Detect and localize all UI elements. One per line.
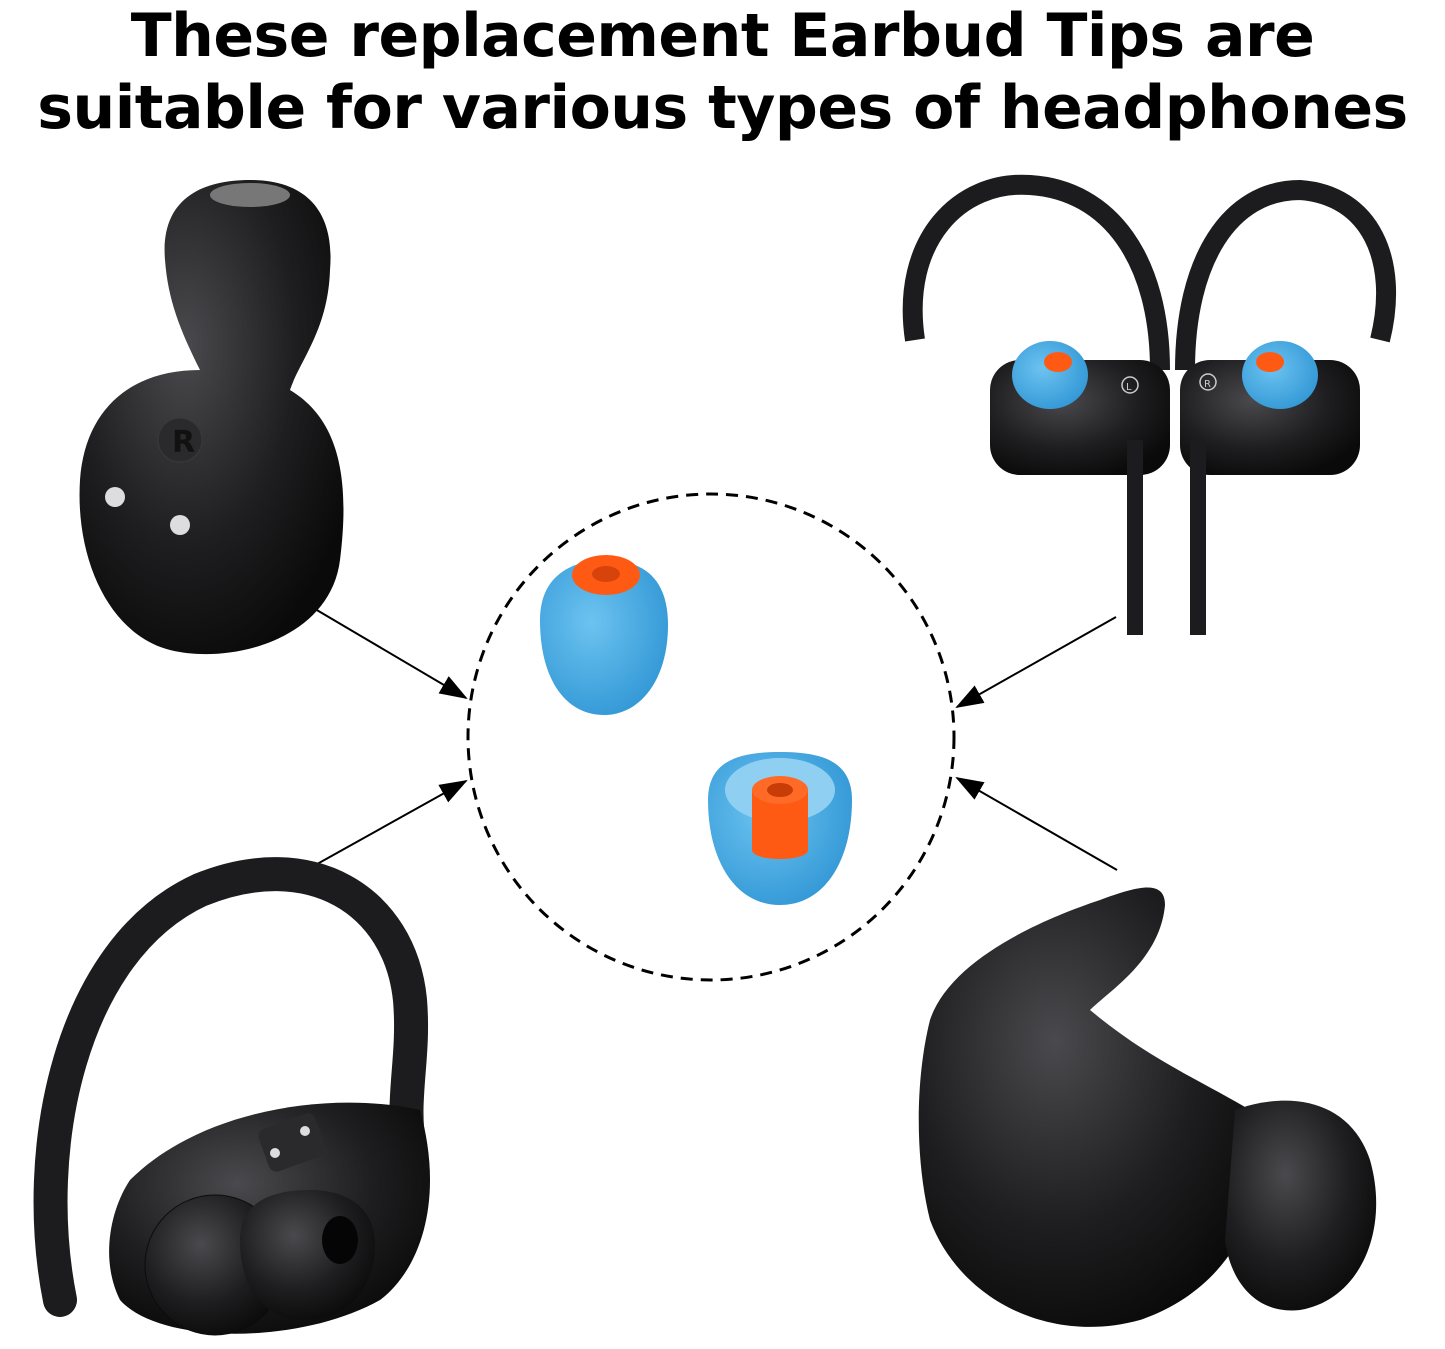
headline-line-2: suitable for various types of headphones [37, 73, 1408, 143]
earbud-top-right: L R [902, 174, 1397, 635]
dashed-circle [466, 492, 956, 982]
ear-tip-2 [708, 752, 852, 905]
earbud-bottom-left [33, 857, 431, 1336]
earbud-side-label-l: L [1126, 382, 1132, 393]
arrow-top-right [955, 616, 1117, 708]
arrow-bottom-right [955, 777, 1118, 871]
arrow-top-left [309, 605, 468, 700]
headline-line-1: These replacement Earbud Tips are [130, 1, 1315, 71]
arrow-bottom-left [309, 780, 468, 869]
earbud-side-label-r: R [172, 425, 195, 460]
earbud-bottom-right [918, 887, 1377, 1327]
earbud-top-left: R [79, 180, 344, 655]
earbud-side-label-r2: R [1204, 379, 1211, 390]
ear-tip-1 [540, 555, 668, 715]
